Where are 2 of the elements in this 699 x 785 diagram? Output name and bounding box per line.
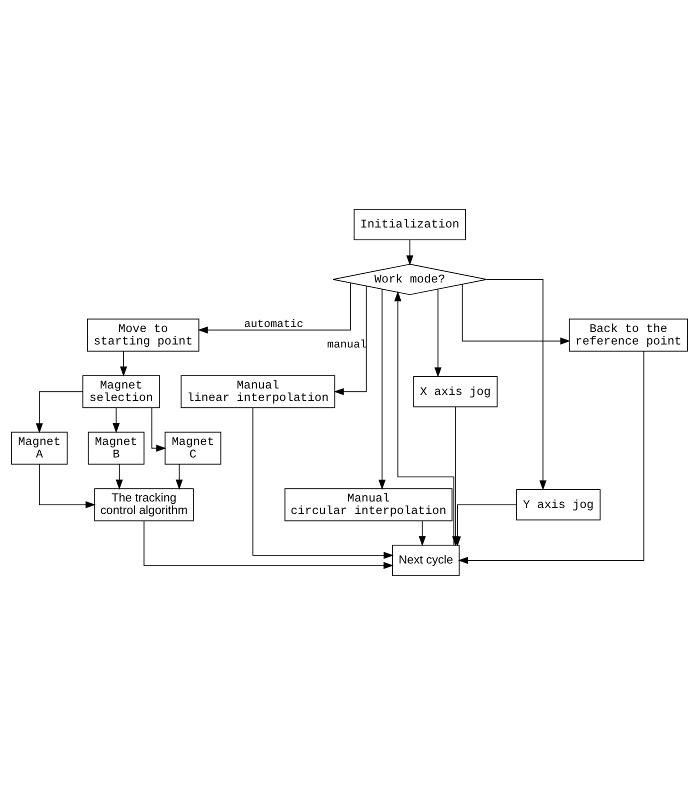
edge-label: manual	[327, 339, 367, 352]
edge-label: automatic	[244, 319, 304, 332]
